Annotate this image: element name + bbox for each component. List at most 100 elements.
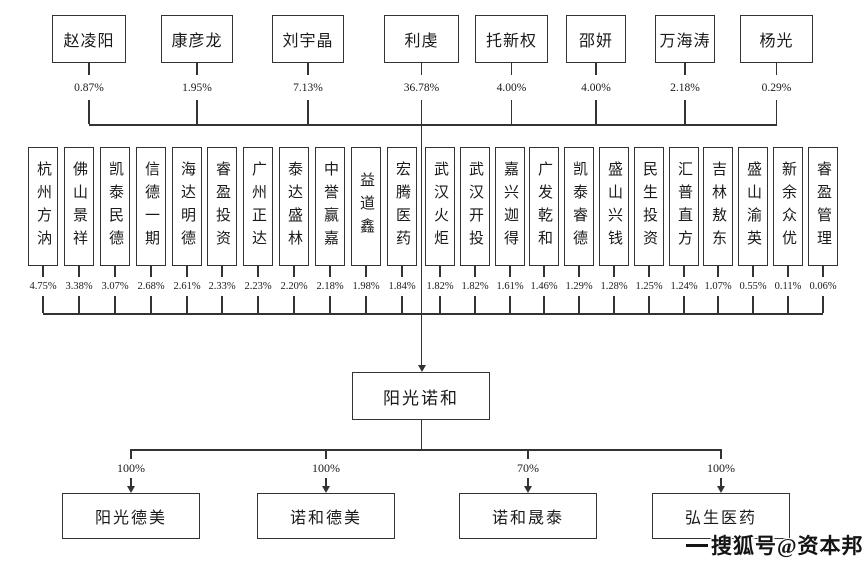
top-shareholder-column: 万海涛 2.18% bbox=[655, 15, 715, 124]
company-box: 阳光诺和 bbox=[352, 372, 490, 420]
shareholder-name: 武汉开投 bbox=[467, 160, 483, 253]
institutional-shareholder-column: 盛山渝英 0.55% bbox=[736, 147, 770, 313]
shareholder-name: 刘宇晶 bbox=[282, 33, 334, 50]
shareholder-box: 刘宇晶 bbox=[272, 15, 344, 63]
connector-line bbox=[775, 63, 778, 75]
ownership-percent: 4.00% bbox=[581, 81, 611, 94]
shareholder-name: 康彦龙 bbox=[171, 33, 223, 50]
institutional-shareholder-column: 盛山兴钱 1.28% bbox=[597, 147, 631, 313]
connector-line bbox=[439, 266, 441, 277]
connector-line bbox=[114, 266, 116, 277]
shareholder-box: 睿盈投资 bbox=[207, 147, 237, 266]
ownership-percent: 2.18% bbox=[670, 81, 700, 94]
ownership-percent: 1.07% bbox=[704, 281, 732, 292]
connector-line bbox=[648, 266, 650, 277]
shareholder-name: 邵妍 bbox=[578, 33, 613, 50]
connector-line bbox=[684, 63, 686, 75]
ownership-percent: 0.55% bbox=[739, 281, 767, 292]
institutional-shareholder-column: 吉林敖东 1.07% bbox=[701, 147, 735, 313]
top-shareholder-column: 杨光 0.29% bbox=[740, 15, 813, 124]
watermark-text: 搜狐号@资本邦 bbox=[711, 534, 864, 558]
connector-line bbox=[822, 266, 824, 277]
connector-line bbox=[595, 100, 597, 124]
shareholder-name: 民生投资 bbox=[641, 160, 657, 253]
institutional-shareholder-column: 凯泰睿德 1.29% bbox=[562, 147, 596, 313]
connector-line bbox=[613, 296, 615, 313]
shareholder-box: 利虔 bbox=[384, 15, 459, 63]
connector-line bbox=[401, 296, 403, 313]
connector-line bbox=[307, 100, 309, 124]
shareholder-box: 中誉赢嘉 bbox=[315, 147, 345, 266]
ownership-percent: 0.06% bbox=[809, 281, 837, 292]
ownership-percent: 0.11% bbox=[774, 281, 802, 292]
shareholder-box: 睿盈管理 bbox=[808, 147, 838, 266]
institutional-shareholder-column: 海达明德 2.61% bbox=[170, 147, 204, 313]
shareholder-box: 海达明德 bbox=[172, 147, 202, 266]
ownership-percent: 70% bbox=[517, 461, 539, 475]
institutional-shareholder-column: 广发乾和 1.46% bbox=[527, 147, 561, 313]
ownership-percent: 0.87% bbox=[74, 81, 104, 94]
ownership-percent: 0.29% bbox=[761, 81, 792, 94]
shareholder-name: 杨光 bbox=[759, 33, 794, 50]
connector-line bbox=[365, 296, 367, 313]
subsidiary-box: 诺和晟泰 bbox=[459, 493, 597, 539]
shareholder-box: 杨光 bbox=[740, 15, 813, 63]
top-shareholder-column: 刘宇晶 7.13% bbox=[272, 15, 344, 124]
top-shareholder-column: 赵凌阳 0.87% bbox=[52, 15, 126, 124]
shareholder-box: 赵凌阳 bbox=[52, 15, 126, 63]
shareholder-box: 民生投资 bbox=[634, 147, 664, 266]
top-shareholder-column: 利虔 36.78% bbox=[384, 15, 459, 124]
connector-line bbox=[78, 266, 80, 277]
connector-line bbox=[684, 100, 686, 124]
shareholder-box: 嘉兴迦得 bbox=[495, 147, 525, 266]
top-shareholder-column: 邵妍 4.00% bbox=[566, 15, 626, 124]
connector-line bbox=[510, 100, 513, 124]
ownership-percent: 4.00% bbox=[496, 81, 527, 94]
shareholder-box: 凯泰民德 bbox=[100, 147, 130, 266]
shareholder-name: 宏腾医药 bbox=[394, 160, 410, 253]
top-shareholder-column: 托新权 4.00% bbox=[475, 15, 548, 124]
ownership-percent: 2.61% bbox=[173, 281, 201, 292]
institutional-shareholder-column: 睿盈管理 0.06% bbox=[806, 147, 840, 313]
connector-line bbox=[293, 296, 295, 313]
shareholder-box: 泰达盛林 bbox=[279, 147, 309, 266]
connector-line bbox=[307, 63, 309, 75]
ownership-percent: 100% bbox=[312, 461, 340, 475]
institutional-shareholder-column: 武汉火炬 1.82% bbox=[423, 147, 457, 313]
connector-line bbox=[420, 63, 423, 75]
institutional-shareholder-column: 嘉兴迦得 1.61% bbox=[493, 147, 527, 313]
connector-line bbox=[186, 266, 188, 277]
connector-line bbox=[196, 100, 198, 124]
institutional-shareholder-column: 泰达盛林 2.20% bbox=[277, 147, 311, 313]
institutional-shareholder-column: 益道鑫 1.98% bbox=[349, 147, 383, 313]
connector-line bbox=[752, 266, 754, 277]
ownership-percent: 2.68% bbox=[137, 281, 165, 292]
institutional-shareholder-column: 凯泰民德 3.07% bbox=[98, 147, 132, 313]
shareholder-name: 睿盈管理 bbox=[815, 160, 831, 253]
ownership-percent: 1.82% bbox=[461, 281, 489, 292]
connector-bus-top bbox=[89, 124, 777, 126]
connector-line bbox=[474, 296, 476, 313]
shareholder-box: 新余众优 bbox=[773, 147, 803, 266]
subsidiary-name: 阳光德美 bbox=[94, 510, 167, 527]
connector-line bbox=[329, 296, 331, 313]
arrow-down-icon bbox=[717, 486, 725, 493]
subsidiary-name: 弘生医药 bbox=[684, 510, 757, 527]
ownership-percent: 2.23% bbox=[244, 281, 272, 292]
ownership-percent: 2.33% bbox=[208, 281, 236, 292]
ownership-percent: 3.38% bbox=[65, 281, 93, 292]
company-name: 阳光诺和 bbox=[383, 388, 459, 408]
shareholder-box: 邵妍 bbox=[566, 15, 626, 63]
connector-line bbox=[578, 296, 580, 313]
ownership-percent: 1.28% bbox=[600, 281, 628, 292]
connector-bus-bottom bbox=[131, 449, 722, 451]
connector-line bbox=[88, 100, 90, 124]
connector-line bbox=[527, 449, 529, 459]
institutional-shareholder-column: 宏腾医药 1.84% bbox=[385, 147, 419, 313]
connector-line bbox=[88, 63, 90, 75]
connector-line bbox=[613, 266, 615, 277]
top-shareholder-column: 康彦龙 1.95% bbox=[161, 15, 233, 124]
arrow-down-icon bbox=[417, 365, 426, 372]
connector-line bbox=[752, 296, 754, 313]
connector-line bbox=[186, 296, 188, 313]
